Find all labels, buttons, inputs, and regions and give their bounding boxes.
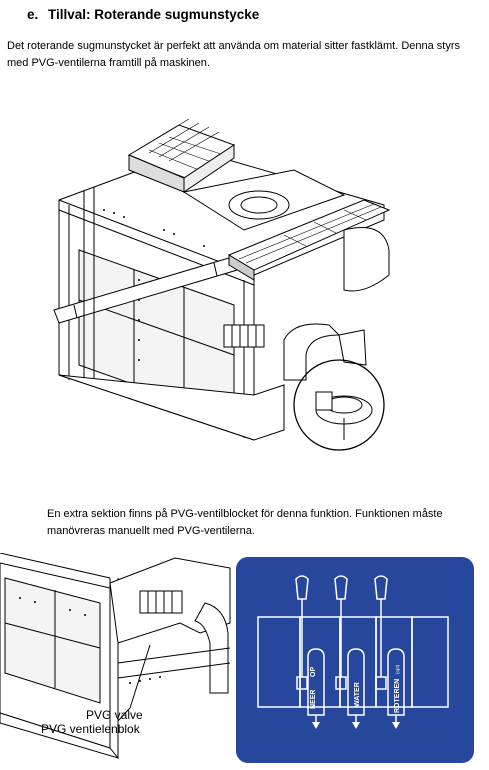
lever-label-roteren: ROTEREN (394, 679, 401, 713)
lever-label-op: OP (310, 667, 317, 677)
machine-illustration (53, 118, 391, 451)
pvg-valve-panel: NEER OP WATER ROTEREN (opt) (236, 557, 474, 763)
label-pvg-valve: PVG valve (86, 708, 143, 722)
lever-handle-2 (334, 575, 348, 600)
pvg-valve-illustration (0, 553, 231, 759)
intro-paragraph: Det roterande sugmunstycket är perfekt a… (7, 40, 461, 69)
label-pvg-ventielenblok: PVG ventielenblok (41, 722, 140, 736)
valve-section-left (257, 616, 301, 708)
lever-label-water: WATER (354, 682, 361, 707)
section-number: e. (27, 7, 39, 22)
lever-label-neer: NEER (310, 690, 317, 709)
lever-body-neer-op (307, 648, 325, 716)
lever-body-water (347, 648, 365, 716)
valve-section-right (411, 616, 449, 708)
lever-label-roteren-suffix: (opt) (395, 664, 400, 674)
pvg-paragraph: En extra sektion finns på PVG-ventilbloc… (47, 508, 443, 537)
valve-diagram: NEER OP WATER ROTEREN (opt) (257, 575, 449, 729)
section-title: Tillval: Roterande sugmunstycke (48, 7, 260, 22)
lever-handle-1 (295, 575, 309, 600)
valve-section-neer-op (299, 616, 341, 708)
lever-body-roteren (387, 648, 405, 716)
section-heading: e. Tillval: Roterande sugmunstycke (27, 7, 259, 22)
lever-handle-3 (374, 575, 388, 600)
